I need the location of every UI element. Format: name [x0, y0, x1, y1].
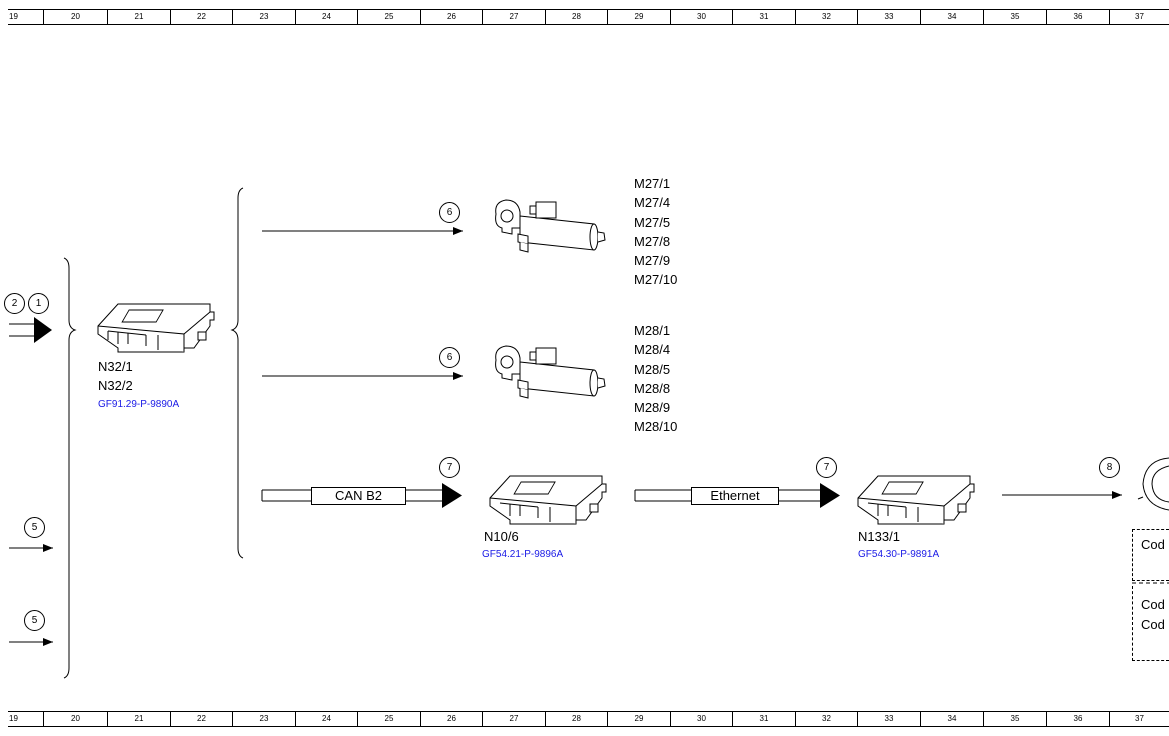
- m27-label-item: M27/5: [634, 214, 671, 230]
- ruler-cell-31: 31: [732, 10, 795, 24]
- ruler-cell-27: 27: [482, 712, 545, 726]
- ruler-cell-36: 36: [1046, 712, 1109, 726]
- ruler-cell-33: 33: [857, 10, 920, 24]
- control-unit-n10-icon: [489, 475, 607, 525]
- ruler-cell-26: 26: [420, 10, 482, 24]
- ruler-cell-30: 30: [670, 10, 732, 24]
- ruler-cell-24: 24: [295, 10, 357, 24]
- motor-m28-icon: [495, 345, 606, 399]
- ruler-cell-20: 20: [43, 10, 107, 24]
- ruler-cell-33: 33: [857, 712, 920, 726]
- ruler-cell-24: 24: [295, 712, 357, 726]
- code-entry: Cod: [1141, 537, 1165, 552]
- callout-8: 8: [1099, 457, 1120, 478]
- control-unit-n32-icon: [97, 303, 215, 353]
- n10-label: N10/6: [484, 529, 519, 544]
- ruler-cell-19: 19: [9, 12, 18, 21]
- ruler-cell-23: 23: [232, 712, 295, 726]
- ruler-cell-32: 32: [795, 712, 857, 726]
- n133-label: N133/1: [858, 529, 900, 544]
- callout-2: 2: [4, 293, 25, 314]
- callout-7-can: 7: [439, 457, 460, 478]
- ruler-cell-21: 21: [107, 10, 170, 24]
- round-device-icon: [1137, 457, 1169, 511]
- m28-label-item: M28/5: [634, 361, 671, 377]
- can-b2-label: CAN B2: [311, 487, 406, 505]
- n32-label-2: N32/2: [98, 378, 133, 393]
- m28-label-item: M28/10: [634, 419, 678, 435]
- m28-label-item: M28/8: [634, 380, 671, 396]
- ruler-cell-34: 34: [920, 10, 983, 24]
- ruler-cell-30: 30: [670, 712, 732, 726]
- ruler-cell-22: 22: [170, 712, 232, 726]
- ruler-cell-36: 36: [1046, 10, 1109, 24]
- code-box-1: Cod: [1132, 529, 1169, 581]
- ruler-cell-29: 29: [607, 10, 670, 24]
- ruler-cell-29: 29: [607, 712, 670, 726]
- m28-label-item: M28/9: [634, 400, 671, 416]
- left-brace: [63, 257, 77, 679]
- n32-label-1: N32/1: [98, 359, 133, 374]
- ruler-cell-35: 35: [983, 10, 1046, 24]
- m28-label-item: M28/1: [634, 323, 671, 338]
- ethernet-label: Ethernet: [691, 487, 779, 505]
- m28-label-item: M28/4: [634, 342, 671, 358]
- ruler-cell-27: 27: [482, 10, 545, 24]
- ruler-cell-35: 35: [983, 712, 1046, 726]
- ruler-cell-32: 32: [795, 10, 857, 24]
- ruler-cell-28: 28: [545, 712, 607, 726]
- motor-m27-icon: [495, 199, 606, 253]
- control-unit-n133-icon: [857, 475, 975, 525]
- callout-5-a: 5: [24, 517, 45, 538]
- middle-brace: [230, 187, 244, 559]
- m27-label-item: M27/1: [634, 176, 671, 191]
- code-entry: Cod: [1141, 597, 1165, 612]
- n10-ref-link[interactable]: GF54.21-P-9896A: [482, 549, 564, 560]
- callout-6-bottom: 6: [439, 347, 460, 368]
- ruler-cell-37: 37: [1109, 712, 1169, 726]
- ruler-cell-19: 19: [9, 714, 18, 723]
- ruler-cell-28: 28: [545, 10, 607, 24]
- ruler-cell-34: 34: [920, 712, 983, 726]
- ruler-cell-21: 21: [107, 712, 170, 726]
- ruler-cell-25: 25: [357, 10, 420, 24]
- ruler-cell-31: 31: [732, 712, 795, 726]
- ruler-cell-25: 25: [357, 712, 420, 726]
- m27-label-item: M27/9: [634, 253, 671, 269]
- callout-5-b: 5: [24, 610, 45, 631]
- callout-7-ethernet: 7: [816, 457, 837, 478]
- code-entry: Cod: [1141, 617, 1165, 632]
- n32-ref-link[interactable]: GF91.29-P-9890A: [98, 399, 180, 410]
- ruler-cell-22: 22: [170, 10, 232, 24]
- ruler-cell-20: 20: [43, 712, 107, 726]
- n133-ref-link[interactable]: GF54.30-P-9891A: [858, 549, 940, 560]
- ruler-cell-26: 26: [420, 712, 482, 726]
- m27-label-item: M27/4: [634, 195, 671, 211]
- m27-label-item: M27/10: [634, 272, 678, 288]
- callout-6-top: 6: [439, 202, 460, 223]
- m27-label-item: M27/8: [634, 233, 671, 249]
- callout-1: 1: [28, 293, 49, 314]
- ruler-cell-37: 37: [1109, 10, 1169, 24]
- input-arrow-1: [9, 317, 52, 343]
- ruler-cell-23: 23: [232, 10, 295, 24]
